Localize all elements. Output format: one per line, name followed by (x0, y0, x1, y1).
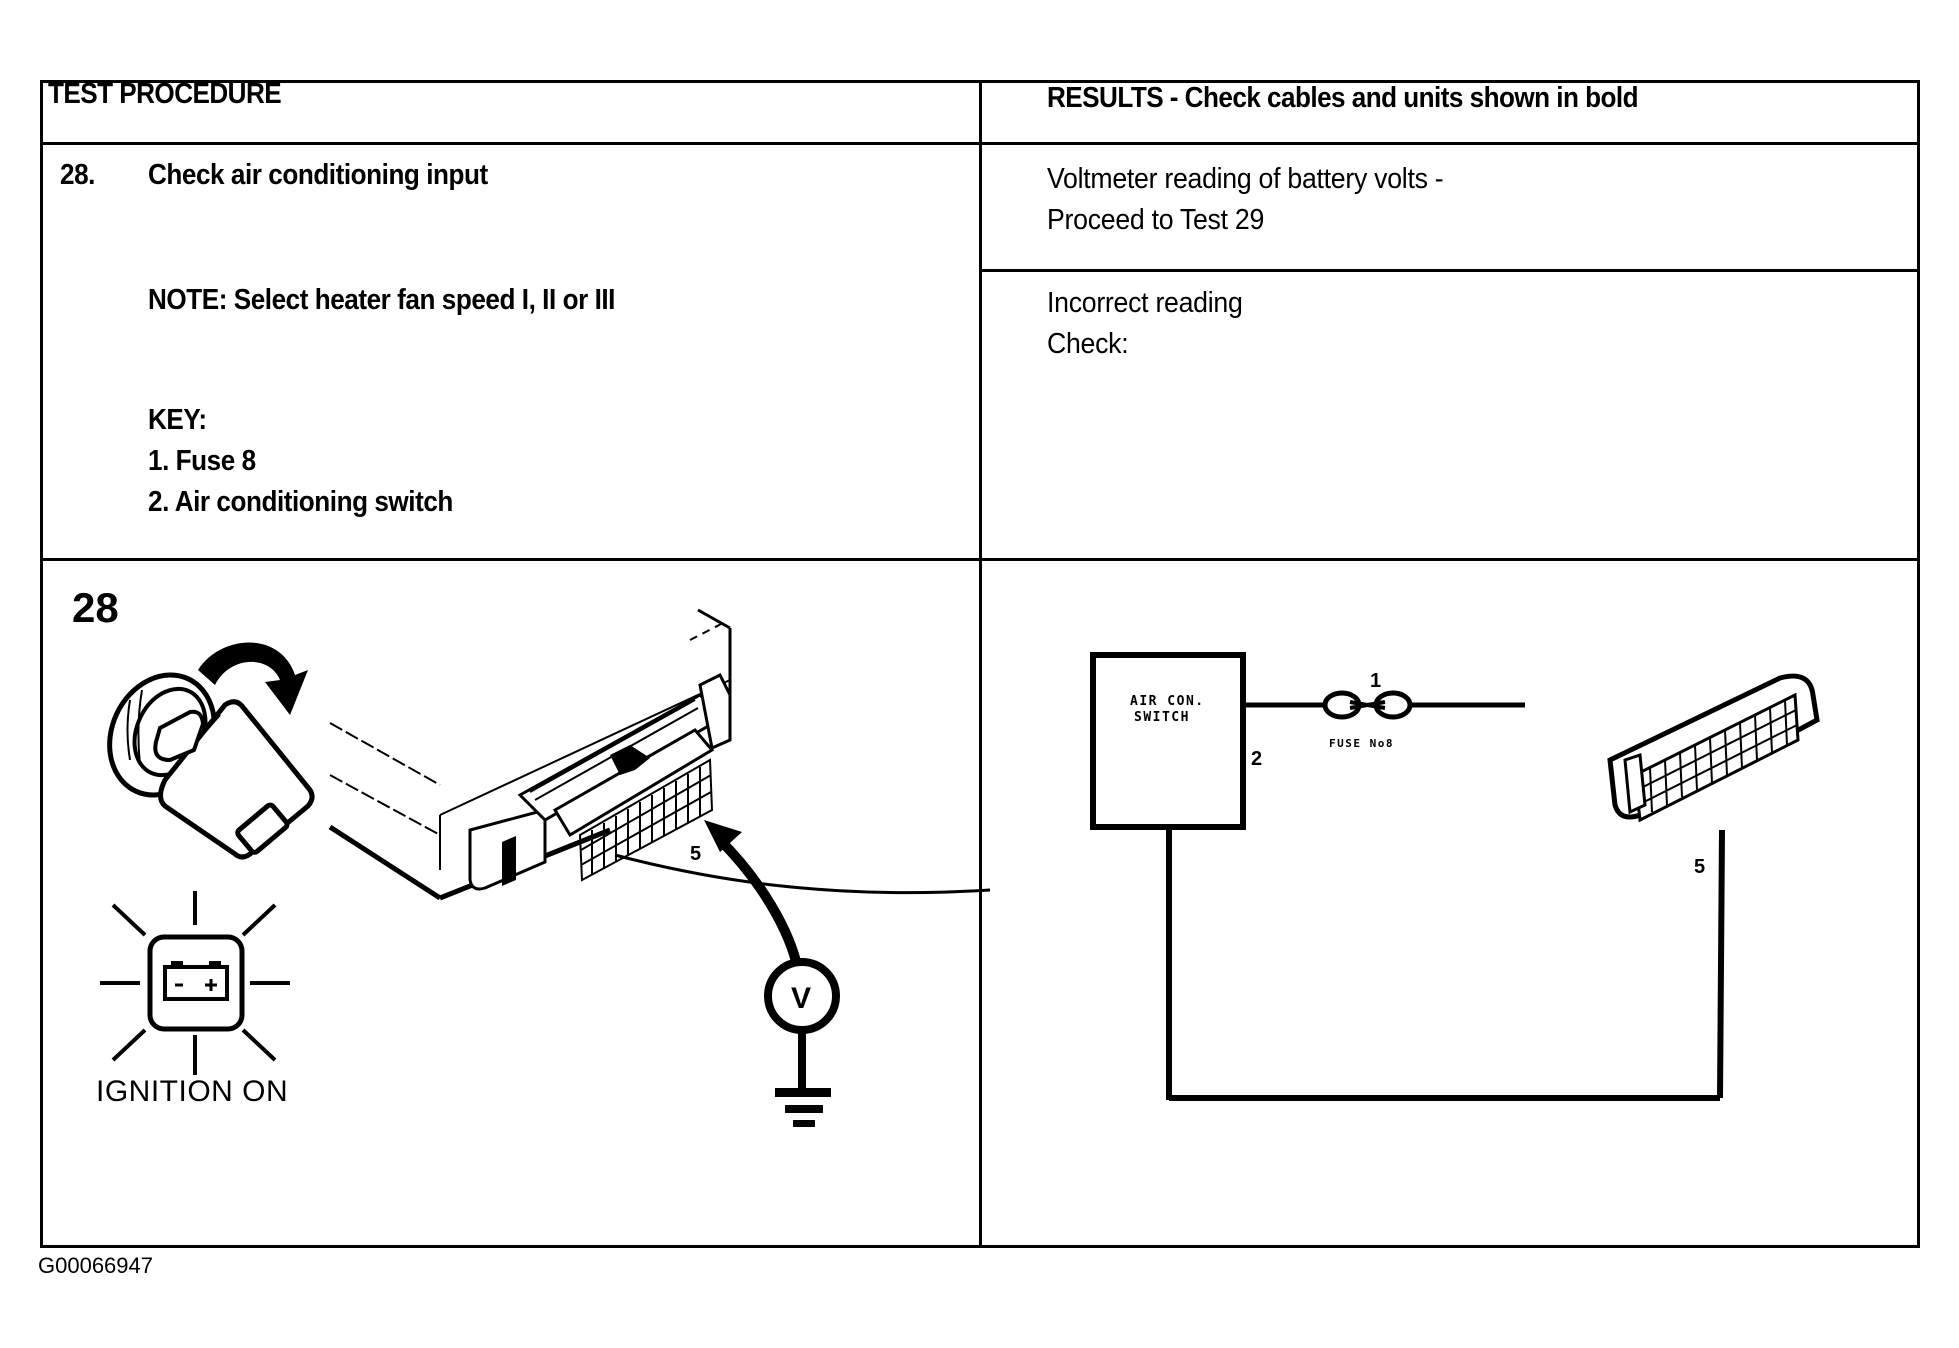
result-incorrect-line1: Incorrect reading (1047, 287, 1243, 319)
fuse-icon (1322, 690, 1413, 720)
voltmeter-label: V (791, 982, 812, 1015)
figure-number: 28 (72, 584, 119, 631)
test-note: NOTE: Select heater fan speed I, II or I… (148, 284, 615, 316)
switch-label-line1: AIR CON. (1130, 694, 1205, 709)
ground-icon (775, 1088, 831, 1127)
rotate-arrow-icon (198, 642, 308, 715)
voltmeter-probe (704, 820, 840, 1127)
connector-icon (1607, 673, 1820, 823)
column-divider (979, 80, 982, 1248)
pin-5-label-right: 5 (1694, 856, 1706, 878)
header-results: RESULTS - Check cables and units shown i… (1047, 82, 1639, 114)
battery-warning-light-icon (100, 891, 290, 1075)
result-incorrect-line2: Check: (1047, 328, 1129, 360)
fuse-label: FUSE No8 (1329, 737, 1394, 750)
results-divider (980, 269, 1920, 272)
header-divider (40, 142, 1920, 145)
key-label: KEY: (148, 404, 207, 436)
ecu-connector (328, 608, 991, 901)
switch-label-line2: SWITCH (1134, 710, 1190, 725)
ignition-key-icon (107, 642, 315, 860)
fuse-callout: 1 (1370, 670, 1382, 692)
ignition-on-label: IGNITION ON (96, 1075, 289, 1108)
test-number: 28. (60, 159, 95, 191)
wiring-diagram (1090, 652, 1820, 1101)
figure-code: G00066947 (38, 1253, 153, 1278)
switch-callout: 2 (1251, 748, 1263, 770)
key-item-switch: 2. Air conditioning switch (148, 486, 453, 518)
result-correct-line2: Proceed to Test 29 (1047, 204, 1265, 236)
pin-5-label-left: 5 (690, 843, 702, 865)
header-test-procedure: TEST PROCEDURE (48, 78, 282, 110)
air-con-switch-box (1090, 652, 1246, 830)
figure-divider (40, 558, 1920, 561)
key-item-fuse: 1. Fuse 8 (148, 445, 256, 477)
result-correct-line1: Voltmeter reading of battery volts - (1047, 163, 1444, 195)
test-title: Check air conditioning input (148, 159, 488, 191)
